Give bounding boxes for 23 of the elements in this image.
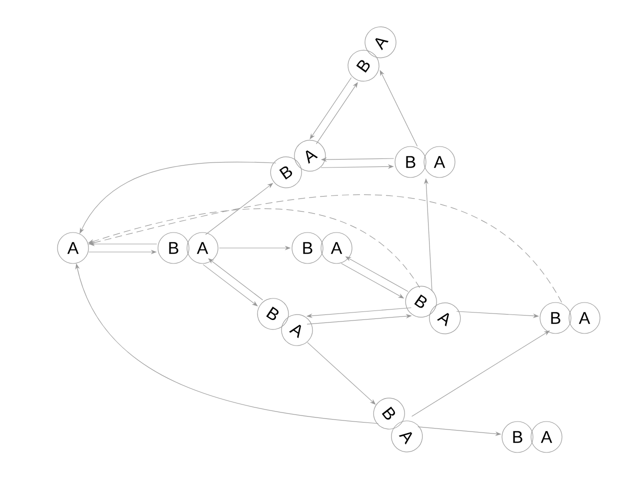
circle-pair: B A (394, 146, 456, 178)
node-label: A (540, 431, 552, 443)
node-label: A (375, 38, 389, 50)
arrow (316, 82, 358, 144)
node-label: A (289, 324, 302, 338)
circle-pair: B A (348, 26, 396, 82)
node-label: A (330, 242, 342, 254)
node-label: B (414, 294, 427, 308)
circle-pair: B A (270, 140, 326, 188)
circle-pair: B A (292, 232, 352, 264)
circle-pair: B A (257, 298, 313, 346)
circle-pair: B A (540, 302, 600, 334)
node-label: A (306, 150, 318, 164)
circle-pair: A (57, 232, 89, 264)
circle-pair: B A (502, 421, 562, 453)
circle-pair: B A (158, 232, 218, 264)
node-label: A (434, 156, 446, 168)
circle-pair: B A (405, 286, 461, 334)
node-label: A (578, 312, 590, 324)
node-label: A (398, 432, 412, 444)
node-label: A (196, 242, 208, 254)
arrow (310, 77, 352, 140)
circle-pair: B A (373, 398, 423, 452)
